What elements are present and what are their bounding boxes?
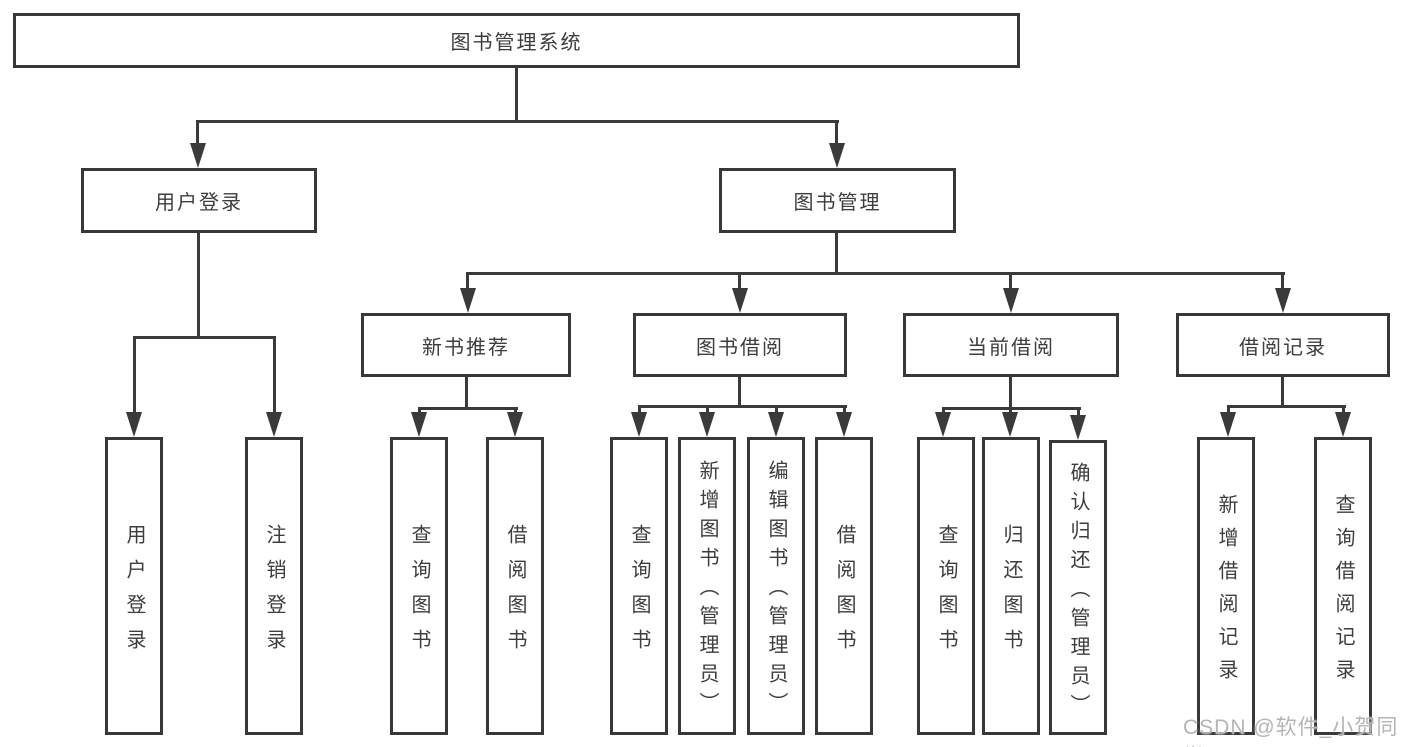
connector-line	[638, 405, 847, 408]
connector-line	[1227, 405, 1346, 408]
node-root-label: 图书管理系统	[450, 32, 583, 54]
connector-line	[1281, 272, 1284, 292]
arrow-down-icon	[126, 412, 142, 437]
leaf-user-login-label: 用户登录	[123, 523, 145, 664]
connector-line	[1281, 377, 1284, 405]
leaf-edit-book-admin-label: 编辑图书（管理员）	[765, 460, 787, 721]
arrow-down-icon	[836, 412, 852, 437]
connector-line	[515, 68, 518, 120]
leaf-borrow-book: 借阅图书	[815, 437, 873, 735]
connector-line	[1227, 405, 1230, 414]
connector-line	[1009, 407, 1012, 414]
node-new-book-recommend: 新书推荐	[361, 313, 571, 377]
arrow-down-icon	[190, 143, 206, 168]
arrow-down-icon	[768, 412, 784, 437]
node-borrow-record-label: 借阅记录	[1239, 336, 1327, 359]
connector-line	[738, 377, 741, 405]
connector-line	[843, 405, 846, 414]
leaf-query-borrow-record: 查询借阅记录	[1314, 437, 1372, 735]
node-current-borrow: 当前借阅	[903, 313, 1119, 377]
arrow-down-icon	[266, 412, 282, 437]
arrow-down-icon	[411, 412, 427, 437]
connector-line	[775, 405, 778, 414]
connector-line	[942, 407, 945, 414]
connector-line	[465, 377, 468, 407]
node-borrow-record: 借阅记录	[1176, 313, 1390, 377]
connector-line	[1077, 407, 1080, 417]
connector-line	[1009, 377, 1012, 407]
leaf-user-login: 用户登录	[105, 437, 163, 735]
leaf-logout-label: 注销登录	[263, 523, 285, 664]
leaf-add-book-admin-label: 新增图书（管理员）	[696, 460, 718, 721]
node-user-login: 用户登录	[81, 168, 317, 233]
leaf-add-book-admin: 新增图书（管理员）	[678, 437, 736, 735]
connector-line	[1009, 272, 1012, 292]
csdn-watermark: CSDN @软件_小贺同学	[1183, 716, 1399, 747]
node-user-login-label: 用户登录	[155, 192, 243, 214]
node-book-management-label: 图书管理	[793, 192, 882, 214]
leaf-add-borrow-record-label: 新增借阅记录	[1215, 493, 1237, 692]
leaf-confirm-return-admin: 确认归还（管理员）	[1049, 440, 1107, 735]
arrow-down-icon	[631, 412, 647, 437]
arrow-down-icon	[829, 143, 845, 168]
connector-line	[835, 120, 838, 145]
leaf-borrow-book-label: 借阅图书	[833, 523, 855, 664]
node-current-borrow-label: 当前借阅	[967, 336, 1055, 359]
connector-line	[418, 407, 518, 410]
node-new-book-recommend-label: 新书推荐	[422, 336, 510, 359]
arrow-down-icon	[1070, 415, 1086, 440]
leaf-query-book-recommend-label: 查询图书	[408, 523, 430, 664]
connector-line	[738, 272, 741, 292]
leaf-query-book-borrow-label: 查询图书	[628, 523, 650, 664]
leaf-query-book-recommend: 查询图书	[390, 437, 448, 735]
leaf-edit-book-admin: 编辑图书（管理员）	[747, 437, 805, 735]
node-book-management: 图书管理	[719, 168, 956, 233]
connector-line	[835, 233, 838, 272]
connector-line	[514, 407, 517, 414]
arrow-down-icon	[1003, 288, 1019, 313]
connector-line	[418, 407, 421, 414]
leaf-return-book-label: 归还图书	[1000, 523, 1022, 664]
connector-line	[706, 405, 709, 414]
leaf-add-borrow-record: 新增借阅记录	[1197, 437, 1255, 735]
leaf-query-book-current: 查询图书	[917, 437, 975, 735]
arrow-down-icon	[507, 412, 523, 437]
leaf-query-borrow-record-label: 查询借阅记录	[1332, 493, 1354, 692]
leaf-logout: 注销登录	[245, 437, 303, 735]
connector-line	[1342, 405, 1345, 414]
arrow-down-icon	[1220, 412, 1236, 437]
connector-line	[467, 272, 1285, 275]
leaf-return-book: 归还图书	[982, 437, 1040, 735]
arrow-down-icon	[1002, 412, 1018, 437]
arrow-down-icon	[460, 288, 476, 313]
arrow-down-icon	[935, 412, 951, 437]
leaf-borrow-book-recommend: 借阅图书	[486, 437, 544, 735]
leaf-borrow-book-recommend-label: 借阅图书	[504, 523, 526, 664]
connector-line	[197, 120, 839, 123]
connector-line	[638, 405, 641, 414]
connector-line	[133, 336, 276, 339]
node-book-borrow: 图书借阅	[633, 313, 847, 377]
leaf-query-book-borrow: 查询图书	[610, 437, 668, 735]
connector-line	[196, 120, 199, 145]
arrow-down-icon	[1335, 412, 1351, 437]
connector-line	[133, 336, 136, 414]
connector-line	[197, 233, 200, 336]
arrow-down-icon	[732, 288, 748, 313]
node-book-borrow-label: 图书借阅	[696, 336, 784, 359]
arrow-down-icon	[1275, 288, 1291, 313]
connector-line	[273, 336, 276, 414]
connector-line	[466, 272, 469, 292]
leaf-confirm-return-admin-label: 确认归还（管理员）	[1067, 461, 1089, 723]
arrow-down-icon	[699, 412, 715, 437]
node-root: 图书管理系统	[13, 13, 1020, 68]
leaf-query-book-current-label: 查询图书	[935, 523, 957, 664]
